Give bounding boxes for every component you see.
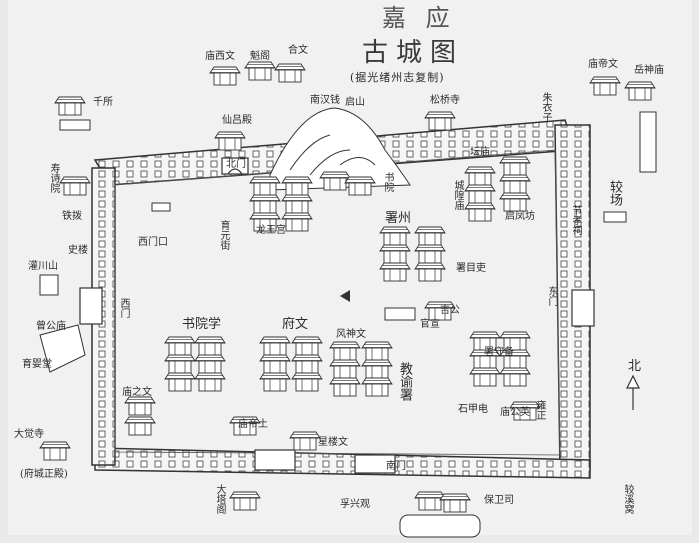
- label-shuzhou: 署州: [385, 211, 412, 226]
- label-nanhuiji: 南汉钱: [310, 95, 340, 106]
- label-hewen: 合文: [288, 45, 308, 56]
- label-jiezhuci: 节孝祠: [570, 205, 581, 235]
- label-chenghuangmiao: 城隍庙: [452, 180, 463, 210]
- label-dongmen: 东门: [546, 286, 557, 306]
- label-shiyuan: 寿诗院: [48, 163, 59, 193]
- label-qifeng: 启凤坊: [505, 211, 535, 222]
- label-shuyuan2: 书院: [382, 172, 393, 192]
- label-tianzi: 雍正: [534, 400, 545, 420]
- label-shiluojing: 仙吕殿: [222, 115, 252, 126]
- label-songlinsi: 松桥寺: [430, 95, 460, 106]
- label-zhongdianshi: 曾公庙: [36, 321, 66, 332]
- label-miaoshiwen: 庙帝文: [588, 59, 618, 70]
- gates: [79, 157, 595, 474]
- label-cuichuanshan: 灌川山: [28, 261, 58, 272]
- compass-label: 北: [628, 359, 642, 374]
- label-miaoxiwen: 庙西文: [205, 51, 235, 62]
- label-miaodie: 庙帝土: [238, 419, 268, 430]
- label-ximenkou: 西门口: [138, 237, 168, 248]
- label-miaowen: 庙之文: [122, 387, 152, 398]
- field-marker: [603, 211, 627, 223]
- tower-post: [639, 111, 657, 173]
- label-shijie: 史楼: [68, 245, 88, 256]
- label-shuyuanxue: 书院学: [182, 317, 222, 332]
- label-beimen: 北门: [226, 159, 246, 170]
- label-jingluan: 魁阁: [250, 51, 270, 62]
- label-ximen: 西门: [118, 298, 129, 318]
- label-fuwen: 府文: [282, 317, 309, 332]
- label-baowei: 保卫司: [484, 495, 514, 506]
- title-line1: 嘉 应: [382, 4, 456, 32]
- label-longzhengong: 龙王宫: [256, 225, 286, 236]
- north-arrow: [626, 374, 640, 410]
- label-jigong: 吉公: [440, 305, 460, 316]
- pavilion-base: [59, 119, 91, 131]
- arrow-marker: [340, 290, 350, 302]
- title-line2: 古城图: [362, 38, 465, 68]
- label-daguansi-note: (府城正殿): [20, 469, 68, 480]
- label-nanmen: 南门: [386, 461, 406, 472]
- label-jiaochang: 较场: [607, 180, 622, 206]
- label-fengshenwen: 风神文: [336, 329, 366, 340]
- label-jiutouyan: 较溪窝: [622, 484, 633, 514]
- label-tiebo: 铁拨: [62, 211, 82, 222]
- yuanjie-marker: [151, 202, 171, 212]
- label-yuanjian: 育元街: [218, 220, 229, 250]
- hill: [269, 107, 411, 191]
- shrine-post: [39, 274, 59, 296]
- label-zhudianzi: 朱衣子: [540, 92, 551, 122]
- label-qiaogong: 庙公英: [500, 407, 530, 418]
- xingguan-enclosure: [399, 514, 481, 538]
- label-datage: 大塔阁: [214, 484, 225, 514]
- source-note: (据光绪州志复制): [350, 71, 445, 84]
- label-yueshenmiao: 岳神庙: [634, 65, 664, 76]
- label-qishan: 启山: [345, 97, 365, 108]
- label-jiaoyushu: 教谕署: [397, 362, 412, 401]
- yuying-compound: [39, 324, 86, 373]
- label-shidianjing: 石甲电: [458, 404, 488, 415]
- label-daguansi: 大觉寺: [14, 429, 44, 440]
- label-xinglouwen: 星楼文: [318, 437, 348, 448]
- label-shoubei: 署守备: [484, 347, 514, 358]
- label-guanxuan: 官宣: [420, 319, 440, 330]
- label-qiansuo: 千所: [93, 97, 113, 108]
- label-yuyingtang: 育婴堂: [22, 359, 52, 370]
- label-shuyi: 署目吏: [456, 263, 486, 274]
- label-zixingguan: 孚兴观: [340, 499, 370, 510]
- label-tanpu: 坛庙: [470, 147, 490, 158]
- yard-marker: [384, 307, 416, 321]
